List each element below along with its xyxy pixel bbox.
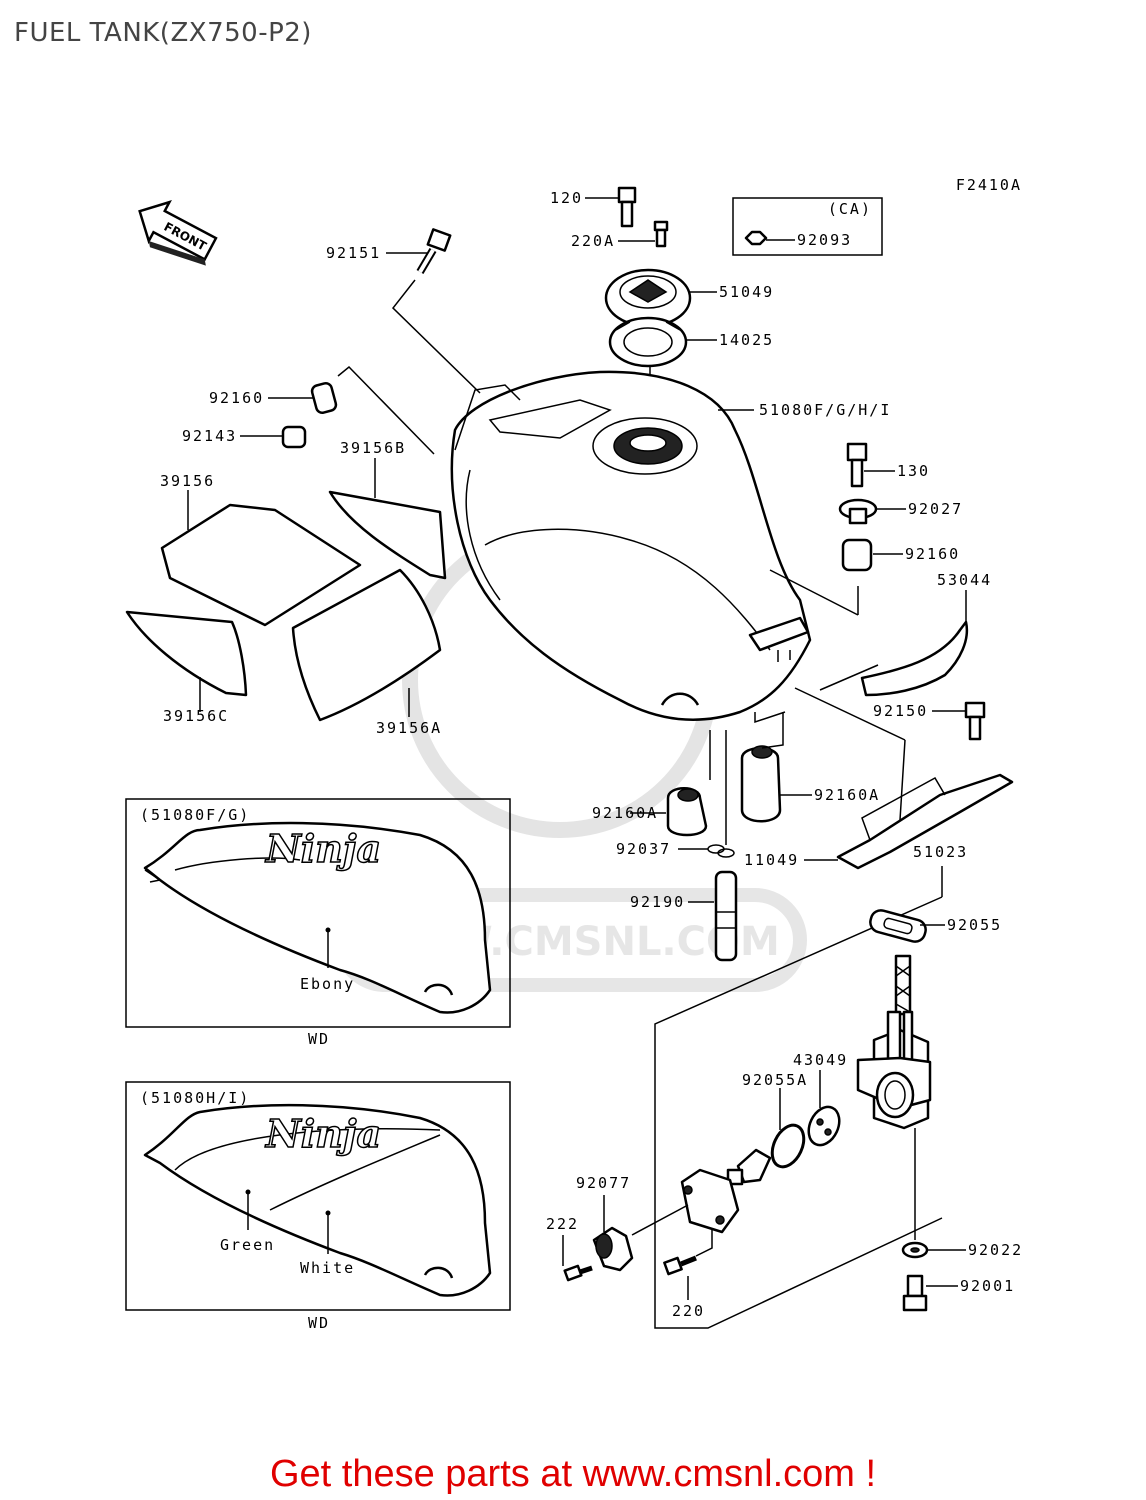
part-label-120: 120 bbox=[550, 189, 583, 207]
pad-39156: 39156 bbox=[160, 472, 362, 627]
part-label-51080: 51080F/G/H/I bbox=[759, 401, 891, 419]
part-label-51049: 51049 bbox=[719, 283, 774, 301]
bolt-120: 120 bbox=[550, 186, 637, 228]
inset-51080hi: (51080H/I) Ninja Green White WD bbox=[125, 1081, 511, 1332]
ring-14025: 14025 bbox=[608, 316, 774, 368]
part-label-92055a: 92055A bbox=[742, 1071, 808, 1089]
part-label-92190: 92190 bbox=[630, 893, 685, 911]
part-label-130: 130 bbox=[897, 462, 930, 480]
part-label-92037: 92037 bbox=[616, 840, 671, 858]
part-label-92160a-right: 92160A bbox=[814, 786, 880, 804]
pad-39156a: 39156A bbox=[291, 568, 442, 737]
part-label-92143: 92143 bbox=[182, 427, 237, 445]
inset1-caption: WD bbox=[308, 1030, 330, 1048]
clip-92037: 92037 bbox=[616, 730, 735, 858]
inset1-color1: Ebony bbox=[300, 975, 355, 993]
bolt-130: 130 bbox=[846, 442, 930, 488]
pad-39156b: 39156B bbox=[328, 439, 447, 580]
part-label-92001: 92001 bbox=[960, 1277, 1015, 1295]
washer-92022: 92022 bbox=[901, 1128, 1023, 1259]
ninja-logo-1: Ninja bbox=[265, 826, 381, 871]
knob-92077: 92077 bbox=[576, 1174, 634, 1272]
inset2-color2: White bbox=[300, 1259, 355, 1277]
front-arrow-icon: FRONT bbox=[138, 200, 218, 266]
strip-53044: 53044 bbox=[819, 571, 992, 697]
bracket-11049: 11049 bbox=[744, 687, 1014, 870]
part-label-92160a-left: 92160A bbox=[592, 804, 658, 822]
part-label-39156c: 39156C bbox=[163, 707, 229, 725]
cover-plate bbox=[631, 1168, 740, 1236]
part-label-53044: 53044 bbox=[937, 571, 992, 589]
ca-label: (CA) bbox=[828, 200, 872, 218]
part-label-39156a: 39156A bbox=[376, 719, 442, 737]
collar-92143: 92143 bbox=[182, 425, 307, 449]
page-title: FUEL TANK(ZX750-P2) bbox=[14, 18, 312, 48]
inset-51080fg: (51080F/G) Ninja Ebony WD bbox=[125, 798, 511, 1048]
grommet-92160a-left: 92160A bbox=[592, 730, 711, 837]
screw-220a: 220A bbox=[571, 220, 669, 250]
ninja-logo-2: Ninja bbox=[265, 1111, 381, 1156]
bolt-92150: 92150 bbox=[873, 701, 986, 741]
inset2-header: (51080H/I) bbox=[140, 1089, 250, 1107]
inset2-caption: WD bbox=[308, 1314, 330, 1332]
part-label-92150: 92150 bbox=[873, 702, 928, 720]
gasket-92055: 92055 bbox=[869, 909, 1002, 943]
grommet-92160-right: 92160 bbox=[841, 538, 960, 615]
bolt-92151: 92151 bbox=[326, 228, 481, 394]
part-label-11049: 11049 bbox=[744, 851, 799, 869]
inset2-color1: Green bbox=[220, 1236, 275, 1254]
fuel-cap-51049: 51049 bbox=[604, 268, 774, 328]
part-label-92093: 92093 bbox=[797, 231, 852, 249]
part-label-51023: 51023 bbox=[913, 843, 968, 861]
part-label-220: 220 bbox=[672, 1302, 705, 1320]
part-label-92160-right: 92160 bbox=[905, 545, 960, 563]
fuel-cock bbox=[856, 954, 932, 1130]
part-label-39156b: 39156B bbox=[340, 439, 406, 457]
part-label-222: 222 bbox=[546, 1215, 579, 1233]
fuel-tank-51080: 51080F/G/H/I bbox=[450, 370, 891, 721]
ca-box: (CA) 92093 bbox=[732, 197, 883, 256]
inset1-header: (51080F/G) bbox=[140, 806, 250, 824]
bolt-92001: 92001 bbox=[902, 1274, 1015, 1312]
part-label-92160-top: 92160 bbox=[209, 389, 264, 407]
pad-39156c: 39156C bbox=[125, 610, 248, 725]
lever-shaft bbox=[726, 1148, 772, 1186]
part-label-92022: 92022 bbox=[968, 1241, 1023, 1259]
o-ring-92055a: 92055A bbox=[742, 1071, 808, 1169]
part-label-39156: 39156 bbox=[160, 472, 215, 490]
part-label-220a: 220A bbox=[571, 232, 615, 250]
part-label-14025: 14025 bbox=[719, 331, 774, 349]
screw-222: 222 bbox=[546, 1215, 593, 1282]
hose-92190: 92190 bbox=[630, 870, 738, 962]
figure-code: F2410A bbox=[956, 176, 1022, 194]
part-label-92055: 92055 bbox=[947, 916, 1002, 934]
plate-43049: 43049 bbox=[793, 1051, 848, 1147]
grommet-92160-top: 92160 bbox=[209, 365, 435, 455]
footer-link[interactable]: Get these parts at www.cmsnl.com ! bbox=[269, 1453, 877, 1495]
part-label-92151: 92151 bbox=[326, 244, 381, 262]
grommet-92160a-right: 92160A bbox=[740, 711, 880, 823]
screw-220: 220 bbox=[663, 1230, 713, 1320]
washer-92027: 92027 bbox=[838, 498, 963, 525]
part-label-43049: 43049 bbox=[793, 1051, 848, 1069]
part-label-92077: 92077 bbox=[576, 1174, 631, 1192]
part-label-92027: 92027 bbox=[908, 500, 963, 518]
